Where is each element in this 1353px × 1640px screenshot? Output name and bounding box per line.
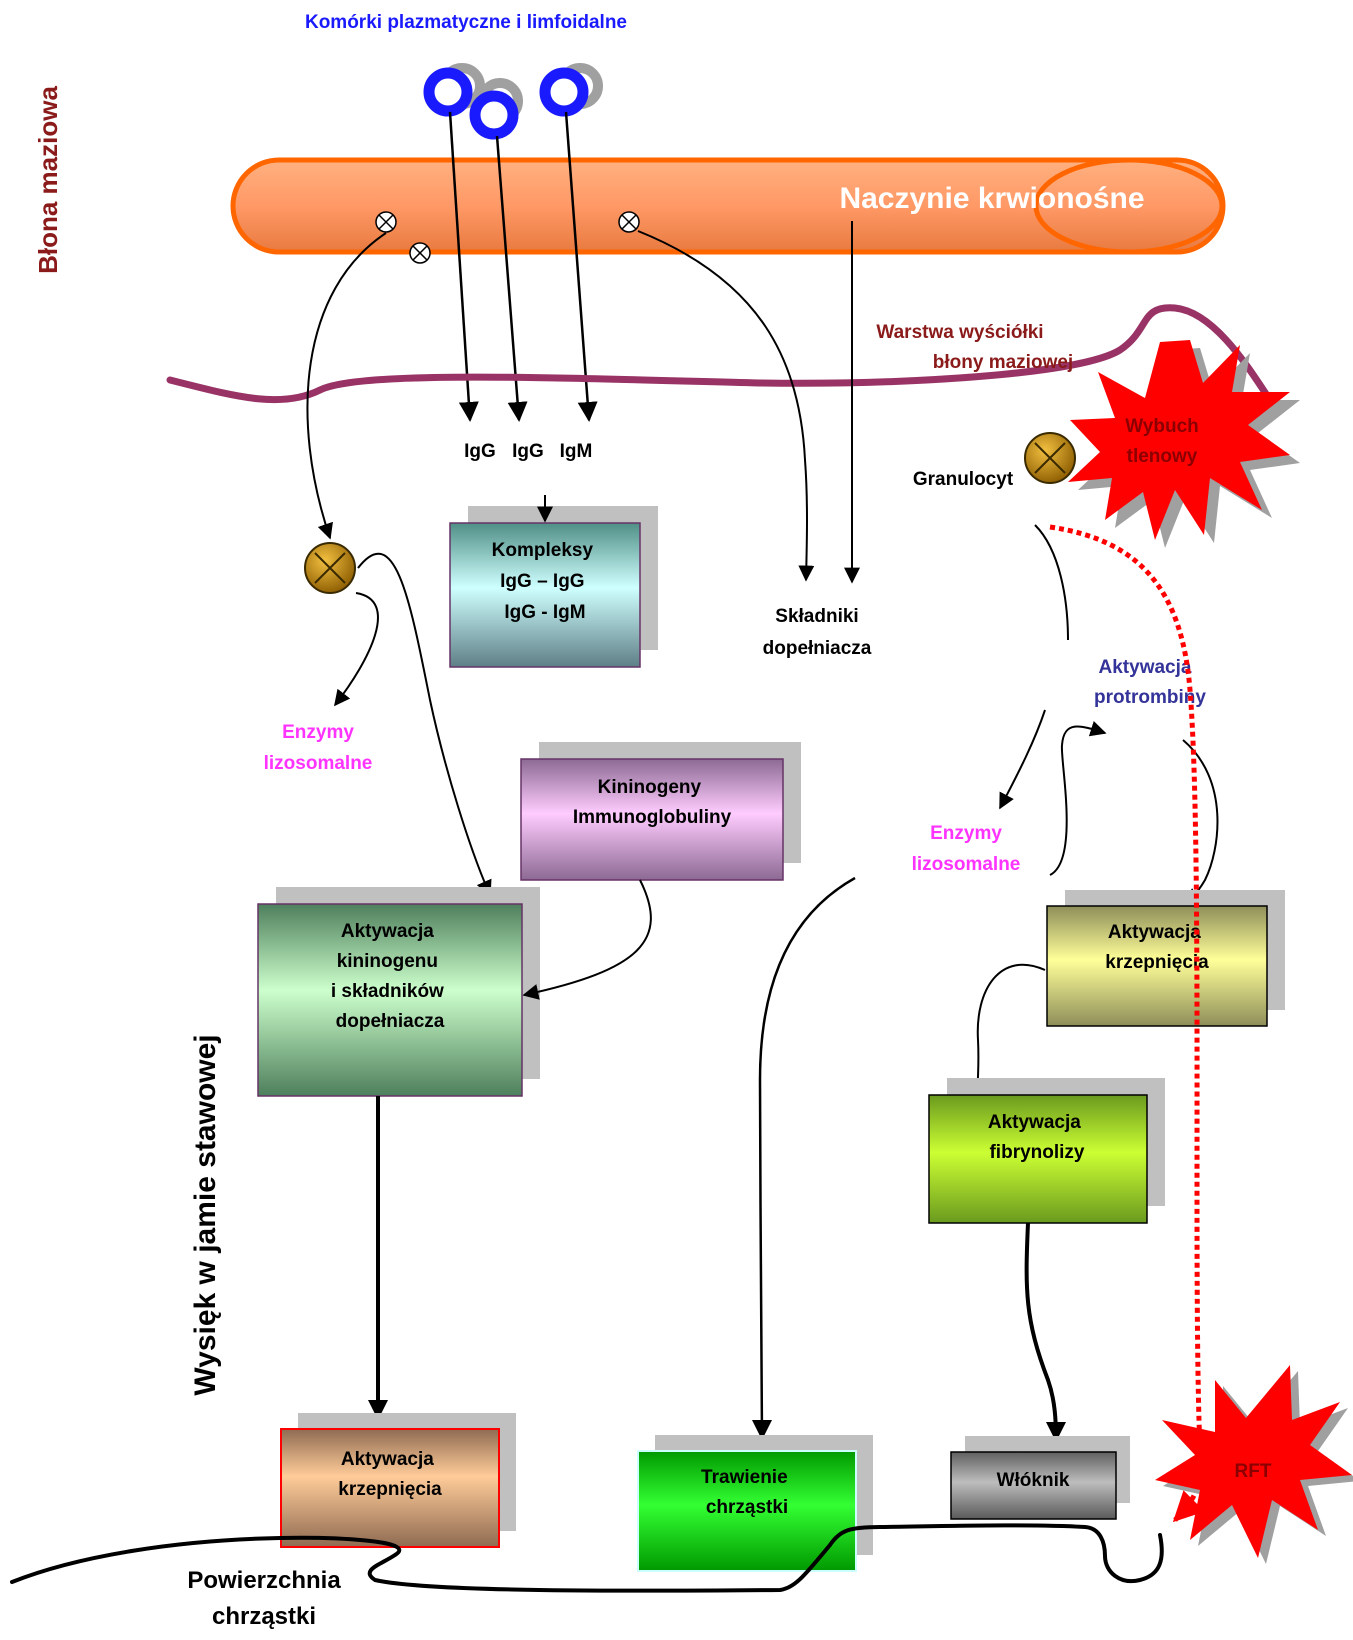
complexes-line-2: IgG – IgG bbox=[500, 571, 584, 592]
lysosomal-right-label-2: lizosomalne bbox=[912, 854, 1021, 875]
coagulation-right-line-2: krzepnięcia bbox=[1105, 952, 1209, 973]
granulocyte-icon bbox=[304, 542, 356, 594]
svg-text:Kompleksy IgG – IgG: Kompleksy IgG – IgG IgG - IgM bbox=[492, 540, 599, 623]
plasma-cells bbox=[423, 63, 603, 140]
complexes-line-1: Kompleksy bbox=[492, 540, 594, 561]
igg-label-1: IgG bbox=[464, 441, 496, 462]
complement-label-1: Składniki bbox=[775, 606, 858, 627]
kininogen-activation-line-1: Aktywacja bbox=[341, 921, 434, 942]
plasma-cell-icon bbox=[539, 67, 589, 117]
oxidative-burst-star-icon bbox=[1068, 340, 1300, 548]
effusion-label: Wysięk w jamie stawowej bbox=[189, 1034, 222, 1395]
fibrinolysis-line-1: Aktywacja bbox=[988, 1112, 1081, 1133]
synovial-lining-line bbox=[166, 304, 1274, 404]
fibrin-line-1: Włóknik bbox=[997, 1470, 1070, 1491]
lysosomal-left-label-2: lizosomalne bbox=[264, 753, 373, 774]
complexes-line-3: IgG - IgM bbox=[504, 602, 585, 623]
plasma-cell-icon bbox=[423, 67, 473, 117]
synovial-lining-label-2: błony maziowej bbox=[933, 352, 1073, 373]
svg-text:Trawienie chrząstki: Trawienie chrząstki bbox=[701, 1467, 793, 1518]
coagulation-left-line-1: Aktywacja bbox=[341, 1449, 434, 1470]
svg-text:Aktywacja krzepnięcia: Aktywacja krzepnięcia bbox=[1105, 922, 1209, 973]
kininogens-line-2: Immunoglobuliny bbox=[573, 807, 732, 828]
blood-vessel: Naczynie krwionośne bbox=[230, 157, 1226, 255]
coagulation-left-box: Aktywacja krzepnięcia bbox=[280, 1413, 516, 1548]
granulocyte-label: Granulocyt bbox=[913, 469, 1014, 490]
fibrinolysis-box: Aktywacja fibrynolizy bbox=[928, 1078, 1165, 1224]
cartilage-digestion-line-2: chrząstki bbox=[706, 1497, 788, 1518]
rft-star-icon bbox=[1155, 1365, 1353, 1564]
plasma-cell-icon bbox=[469, 90, 519, 140]
oxidative-burst-label-2: tlenowy bbox=[1127, 446, 1198, 467]
svg-text:Aktywacja kininogenu: Aktywacja kininogenu i składników dopełn… bbox=[331, 921, 449, 1032]
leukocyte-icon bbox=[618, 211, 640, 233]
kininogen-activation-line-2: kininogenu bbox=[337, 951, 438, 972]
kininogen-activation-line-4: dopełniacza bbox=[336, 1011, 445, 1032]
coagulation-left-line-2: krzepnięcia bbox=[338, 1479, 442, 1500]
leukocyte-icon bbox=[375, 211, 397, 233]
lysosomal-right-label-1: Enzymy bbox=[930, 823, 1002, 844]
kininogens-box: Kininogeny Immunoglobuliny bbox=[520, 742, 801, 881]
coagulation-right-box: Aktywacja krzepnięcia bbox=[1046, 890, 1285, 1027]
plasma-cells-label: Komórki plazmatyczne i limfoidalne bbox=[305, 12, 627, 33]
cartilage-digestion-box: Trawienie chrząstki bbox=[637, 1435, 873, 1572]
prothrombin-label-1: Aktywacja bbox=[1099, 657, 1192, 678]
lysosomal-left-label-1: Enzymy bbox=[282, 722, 354, 743]
svg-text:Aktywacja fibrynolizy: Aktywacja fibrynolizy bbox=[988, 1112, 1086, 1163]
synovial-membrane-label: Błona maziowa bbox=[33, 86, 63, 274]
cartilage-surface-line bbox=[10, 1523, 1164, 1593]
granulocyte-icon bbox=[1024, 432, 1076, 484]
kininogen-activation-box: Aktywacja kininogenu i składników dopełn… bbox=[257, 887, 540, 1097]
kininogen-activation-line-3: i składników bbox=[331, 981, 444, 1002]
coagulation-right-line-1: Aktywacja bbox=[1108, 922, 1201, 943]
svg-text:Aktywacja krzepnięcia: Aktywacja krzepnięcia bbox=[338, 1449, 442, 1500]
leukocyte-icon bbox=[409, 242, 431, 264]
igm-label: IgM bbox=[560, 441, 593, 462]
fibrinolysis-line-2: fibrynolizy bbox=[989, 1142, 1084, 1163]
cartilage-digestion-line-1: Trawienie bbox=[701, 1467, 788, 1488]
prothrombin-label-2: protrombiny bbox=[1094, 687, 1206, 708]
igg-label-2: IgG bbox=[512, 441, 544, 462]
fibrin-box: Włóknik bbox=[950, 1436, 1130, 1520]
synovial-lining-label-1: Warstwa wyściółki bbox=[876, 322, 1043, 343]
cartilage-surface-label-2: chrząstki bbox=[212, 1603, 316, 1630]
oxidative-burst-label-1: Wybuch bbox=[1125, 416, 1199, 437]
svg-text:Kininogeny Immunoglobuli: Kininogeny Immunoglobuliny bbox=[573, 777, 732, 828]
complexes-box: Kompleksy IgG – IgG IgG - IgM bbox=[449, 506, 658, 668]
complement-label-2: dopełniacza bbox=[763, 638, 872, 659]
rft-label: RFT bbox=[1235, 1461, 1272, 1482]
cartilage-surface-label-1: Powierzchnia bbox=[187, 1567, 341, 1594]
blood-vessel-label: Naczynie krwionośne bbox=[839, 182, 1144, 215]
oxidative-damage-arrow bbox=[1049, 524, 1205, 1523]
kininogens-line-1: Kininogeny bbox=[598, 777, 702, 798]
